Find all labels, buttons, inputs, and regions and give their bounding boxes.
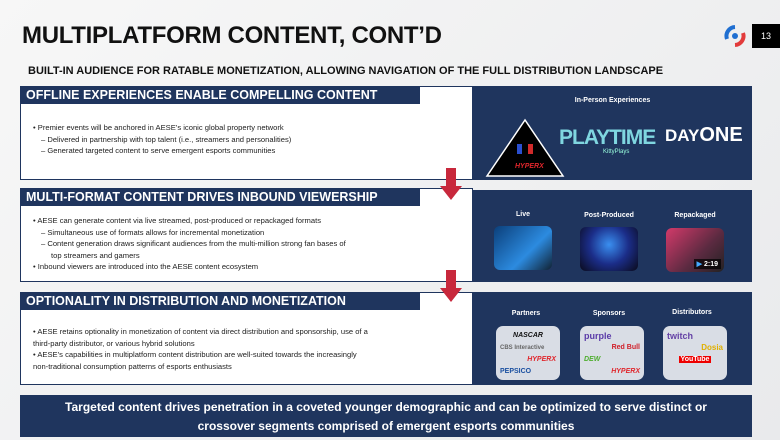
section-header: OFFLINE EXPERIENCES ENABLE COMPELLING CO… bbox=[20, 86, 420, 120]
dayone-logo: DAYONE bbox=[665, 124, 743, 146]
bullet-cont: non-traditional consumption patterns of … bbox=[33, 361, 232, 371]
panel-label: Live bbox=[515, 211, 530, 218]
playtime-logo: PLAYTIME bbox=[559, 126, 656, 149]
distributors-logos: twitch Dosia YouTube bbox=[663, 326, 727, 380]
banner-line: crossover segments comprised of emergent… bbox=[197, 419, 575, 433]
sub-bullet: – Generated targeted content to serve em… bbox=[41, 146, 276, 155]
sub-bullet: – Content generation draws significant a… bbox=[41, 239, 346, 248]
panel-label: Distributors bbox=[672, 309, 712, 316]
section-header: MULTI-FORMAT CONTENT DRIVES INBOUND VIEW… bbox=[20, 188, 420, 206]
sub-bullet: – Simultaneous use of formats allows for… bbox=[41, 227, 265, 237]
bullet: • Premier events will be anchored in AES… bbox=[33, 123, 284, 132]
bullet: • Inbound viewers are introduced into th… bbox=[33, 262, 259, 271]
formats-panel: Live Post-Produced Repackaged ▶ 2:19 bbox=[473, 190, 752, 282]
sub-bullet: – Delivered in partnership with top tale… bbox=[41, 134, 292, 144]
page-number: 13 bbox=[752, 24, 780, 48]
in-person-panel: In-Person Experiences HYPERX PLAYTIME Ki… bbox=[473, 86, 752, 180]
summary-banner: Targeted content drives penetration in a… bbox=[20, 395, 752, 437]
section-header: OPTIONALITY IN DISTRIBUTION AND MONETIZA… bbox=[20, 292, 420, 310]
bullet: • AESE can generate content via live str… bbox=[33, 216, 322, 225]
bullet: • AESE retains optionality in monetizati… bbox=[33, 327, 368, 336]
page-title: MULTIPLATFORM CONTENT, CONT’D bbox=[22, 22, 442, 49]
subtitle: BUILT-IN AUDIENCE FOR RATABLE MONETIZATI… bbox=[28, 65, 664, 77]
kittyplays-text: KittyPlays bbox=[603, 149, 630, 155]
live-thumbnail[interactable] bbox=[494, 226, 552, 270]
sponsors-logos: purple Red Bull DEW HYPERX bbox=[580, 326, 644, 380]
banner-line: Targeted content drives penetration in a… bbox=[65, 400, 707, 414]
sub-bullet-cont: top streamers and gamers bbox=[51, 250, 140, 260]
video-duration: ▶ 2:19 bbox=[693, 259, 721, 269]
repackaged-thumbnail[interactable]: ▶ 2:19 bbox=[666, 228, 724, 272]
panel-label: Repackaged bbox=[674, 212, 716, 219]
down-arrow-icon bbox=[440, 168, 462, 200]
panel-label: Sponsors bbox=[592, 310, 626, 317]
panel-label: Post-Produced bbox=[584, 212, 634, 219]
bullet-cont: third-party distributor, or various hybr… bbox=[33, 338, 195, 348]
bullet: • AESE’s capabilities in multiplatform c… bbox=[33, 350, 357, 359]
down-arrow-icon bbox=[440, 270, 462, 302]
partners-logos: NASCAR CBS Interactive HYPERX PEPSICO bbox=[496, 326, 560, 380]
post-produced-thumbnail[interactable] bbox=[580, 227, 638, 271]
play-icon: ▶ bbox=[696, 261, 703, 268]
hyperx-event-logo: HYPERX bbox=[485, 118, 565, 177]
company-logo-icon bbox=[724, 25, 746, 47]
panel-label: In-Person Experiences bbox=[574, 97, 651, 104]
panel-label: Partners bbox=[511, 310, 541, 317]
svg-text:HYPERX: HYPERX bbox=[515, 163, 545, 170]
youtube-logo: YouTube bbox=[678, 356, 712, 363]
distribution-panel: Partners Sponsors Distributors NASCAR CB… bbox=[473, 292, 752, 385]
